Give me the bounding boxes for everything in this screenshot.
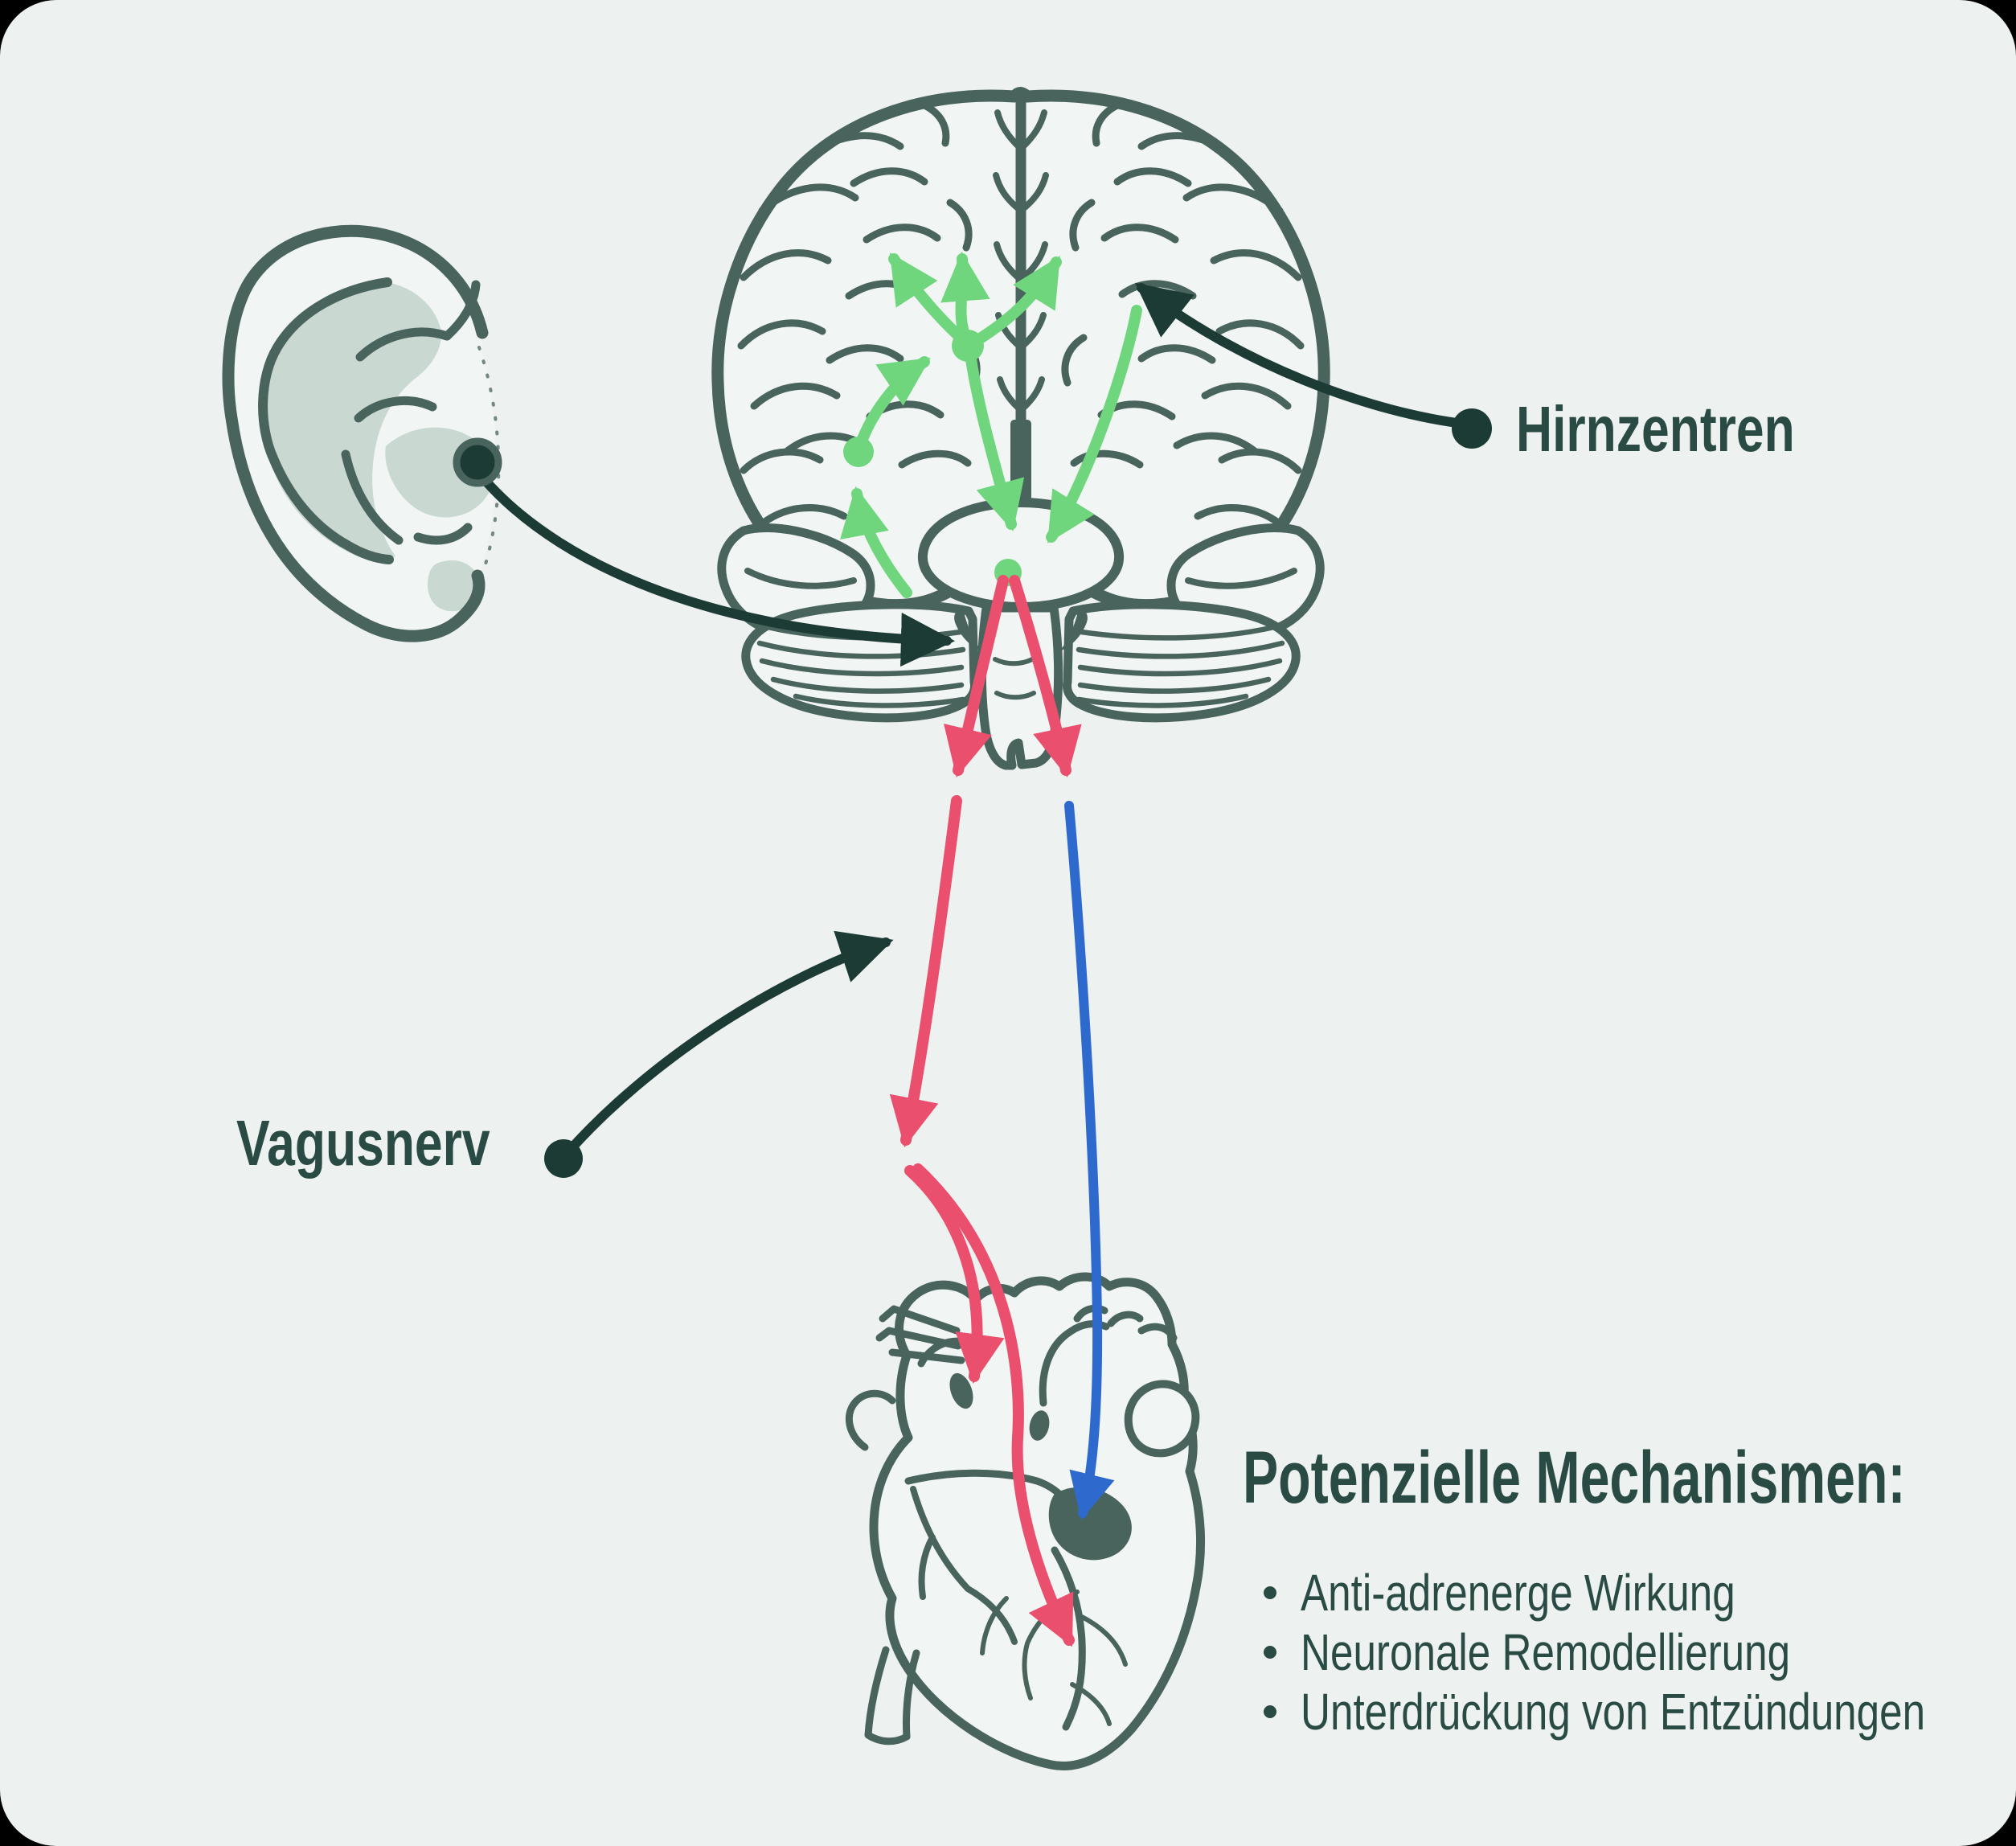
green-arrow-center-to-brainstem bbox=[964, 342, 1025, 531]
green-node-left bbox=[843, 437, 874, 467]
bullet-dot bbox=[1264, 1705, 1276, 1718]
ear-tragus-fold bbox=[413, 523, 473, 545]
label-connectors bbox=[453, 282, 1492, 1178]
bullet-dot bbox=[1264, 1586, 1276, 1599]
ear-concha-upper-fold bbox=[354, 396, 437, 423]
brainstem-shadow-wedge bbox=[954, 609, 982, 651]
ear-outer-helix bbox=[222, 224, 489, 642]
ear-antihelix-fork bbox=[442, 280, 481, 341]
hirnzentren-arrow bbox=[1135, 282, 1474, 429]
inferior-vessel-stub bbox=[864, 1646, 920, 1745]
ear-antihelix-fold bbox=[355, 327, 452, 362]
right-atrial-appendage bbox=[1124, 1380, 1200, 1458]
ear-illustration bbox=[222, 224, 501, 642]
green-node-center bbox=[952, 330, 984, 362]
heart-illustration bbox=[845, 1272, 1206, 1770]
vagusnerv-arrow bbox=[561, 930, 894, 1159]
label-vagusnerv-text: Vagusnerv bbox=[236, 1107, 490, 1179]
blue-line-to-heart bbox=[1064, 801, 1115, 1520]
pulmonary-opening bbox=[1029, 1410, 1050, 1441]
vagus-descending-pathway-red bbox=[889, 575, 1082, 1647]
ear-stimulation-point-dot bbox=[453, 437, 502, 487]
mechanism-item-text: Neuronale Remodellierung bbox=[1301, 1623, 1791, 1681]
afferent-pathway-blue bbox=[1064, 801, 1115, 1520]
hirnzentren-dot bbox=[1452, 408, 1492, 449]
mechanisms-heading: Potenzielle Mechanismen: bbox=[1243, 1439, 2016, 1516]
temporal-fold bbox=[744, 568, 857, 589]
coronary-artery-main bbox=[1051, 1546, 1086, 1731]
ear-to-brainstem-arrow bbox=[481, 476, 956, 667]
ear-lobe-shading bbox=[428, 560, 480, 612]
midline-branches bbox=[993, 109, 1024, 413]
vagusnerv-dot bbox=[544, 1139, 583, 1178]
pulmonary-trunk bbox=[1039, 1304, 1178, 1407]
ear-concha-lower-fold bbox=[341, 449, 404, 545]
brain-illustration bbox=[711, 87, 1330, 770]
label-vagusnerv: Vagusnerv bbox=[236, 1111, 562, 1175]
red-left-branch-mid bbox=[889, 795, 962, 1148]
label-hirnzentren: Hirnzentren bbox=[1516, 397, 1874, 462]
mechanism-item-text: Anti-adrenerge Wirkung bbox=[1301, 1564, 1735, 1622]
list-item: Unterdrückung von Entzündungen bbox=[1243, 1683, 2016, 1741]
mechanisms-heading-text: Potenzielle Mechanismen: bbox=[1243, 1437, 1906, 1519]
list-item: Anti-adrenerge Wirkung bbox=[1243, 1564, 2016, 1622]
brain-midline-column bbox=[1010, 420, 1031, 504]
list-item: Neuronale Remodellierung bbox=[1243, 1623, 2016, 1681]
brain-activation-network-green bbox=[840, 251, 1142, 598]
left-atrial-appendage bbox=[845, 1389, 896, 1451]
bullet-dot bbox=[1264, 1646, 1276, 1659]
mechanisms-panel: Potenzielle Mechanismen: Anti-adrenerge … bbox=[1243, 1439, 2016, 1743]
mechanism-item-text: Unterdrückung von Entzündungen bbox=[1301, 1683, 1926, 1741]
red-branch-to-apex bbox=[912, 1163, 1075, 1647]
red-branch-to-aorta bbox=[904, 1165, 1005, 1384]
aortic-branch-vessels bbox=[875, 1305, 965, 1364]
ear-antihelix-shading bbox=[261, 281, 441, 560]
red-left-branch-upper bbox=[944, 575, 1009, 777]
green-arrow-up-right bbox=[965, 256, 1062, 350]
left-coronary-artery bbox=[910, 1486, 1018, 1645]
red-right-branch-upper bbox=[1009, 575, 1082, 778]
ear-inner-helix bbox=[258, 277, 394, 564]
green-arrow-brainstem-to-left-node bbox=[840, 486, 912, 598]
mechanisms-list: Anti-adrenerge Wirkung Neuronale Remodel… bbox=[1243, 1564, 2016, 1741]
brainstem-notches bbox=[993, 657, 1036, 700]
label-hirnzentren-text: Hirnzentren bbox=[1516, 393, 1795, 465]
green-arrow-right-descending bbox=[1046, 305, 1142, 544]
